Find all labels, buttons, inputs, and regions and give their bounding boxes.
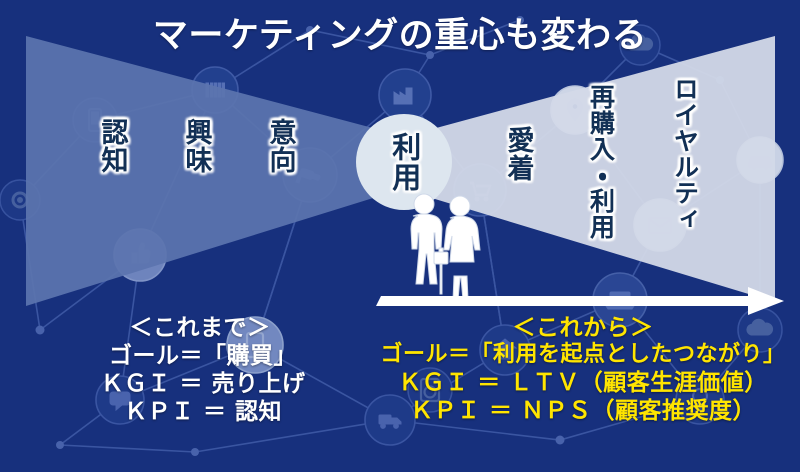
barcode-icon	[205, 82, 225, 98]
briefcase-icon	[433, 247, 449, 295]
past-kgi: ＫＧＩ ＝ 売り上げ	[100, 371, 306, 398]
stage-label-loyalty: ロイヤルティ	[670, 76, 700, 232]
car-icon	[748, 156, 772, 170]
future-kgi: ＫＧＩ ＝ ＬＴＶ（顧客生涯価値）	[398, 369, 768, 396]
center-stage-circle: 利用	[356, 114, 452, 210]
stage-label-use: 利用	[387, 132, 422, 192]
future-kpi: ＫＰＩ ＝ ＮＰＳ（顧客推奨度）	[409, 397, 756, 424]
future-header: ＜これから＞	[512, 315, 654, 341]
forward-arrow	[376, 287, 784, 315]
stage-label-attachment: 愛着	[502, 126, 534, 182]
man-silhouette	[410, 193, 443, 285]
future-metrics-block: ＜これから＞ ゴール＝「利用を起点としたつながり」 ＫＧＩ ＝ ＬＴＶ（顧客生涯…	[378, 314, 788, 425]
stage-label-repurchase: 再購入・利用	[586, 84, 616, 240]
woman-silhouette	[443, 195, 481, 301]
past-header: ＜これまで＞	[129, 315, 271, 341]
past-metrics-block: ＜これまで＞ ゴール＝「購買」 ＫＧＩ ＝ 売り上げ ＫＰＩ ＝ 認知	[30, 314, 370, 426]
future-goal: ゴール＝「利用を起点としたつながり」	[380, 342, 786, 368]
page-title: マーケティングの重心も変わる	[152, 16, 648, 56]
stage-label-intent: 意向	[264, 118, 296, 174]
past-kpi: ＫＰＩ ＝ 認知	[123, 399, 282, 426]
past-goal: ゴール＝「購買」	[109, 343, 297, 370]
stage-label-awareness: 認知	[96, 118, 128, 174]
customer-figures	[410, 193, 481, 301]
stage-label-interest: 興味	[180, 118, 212, 174]
